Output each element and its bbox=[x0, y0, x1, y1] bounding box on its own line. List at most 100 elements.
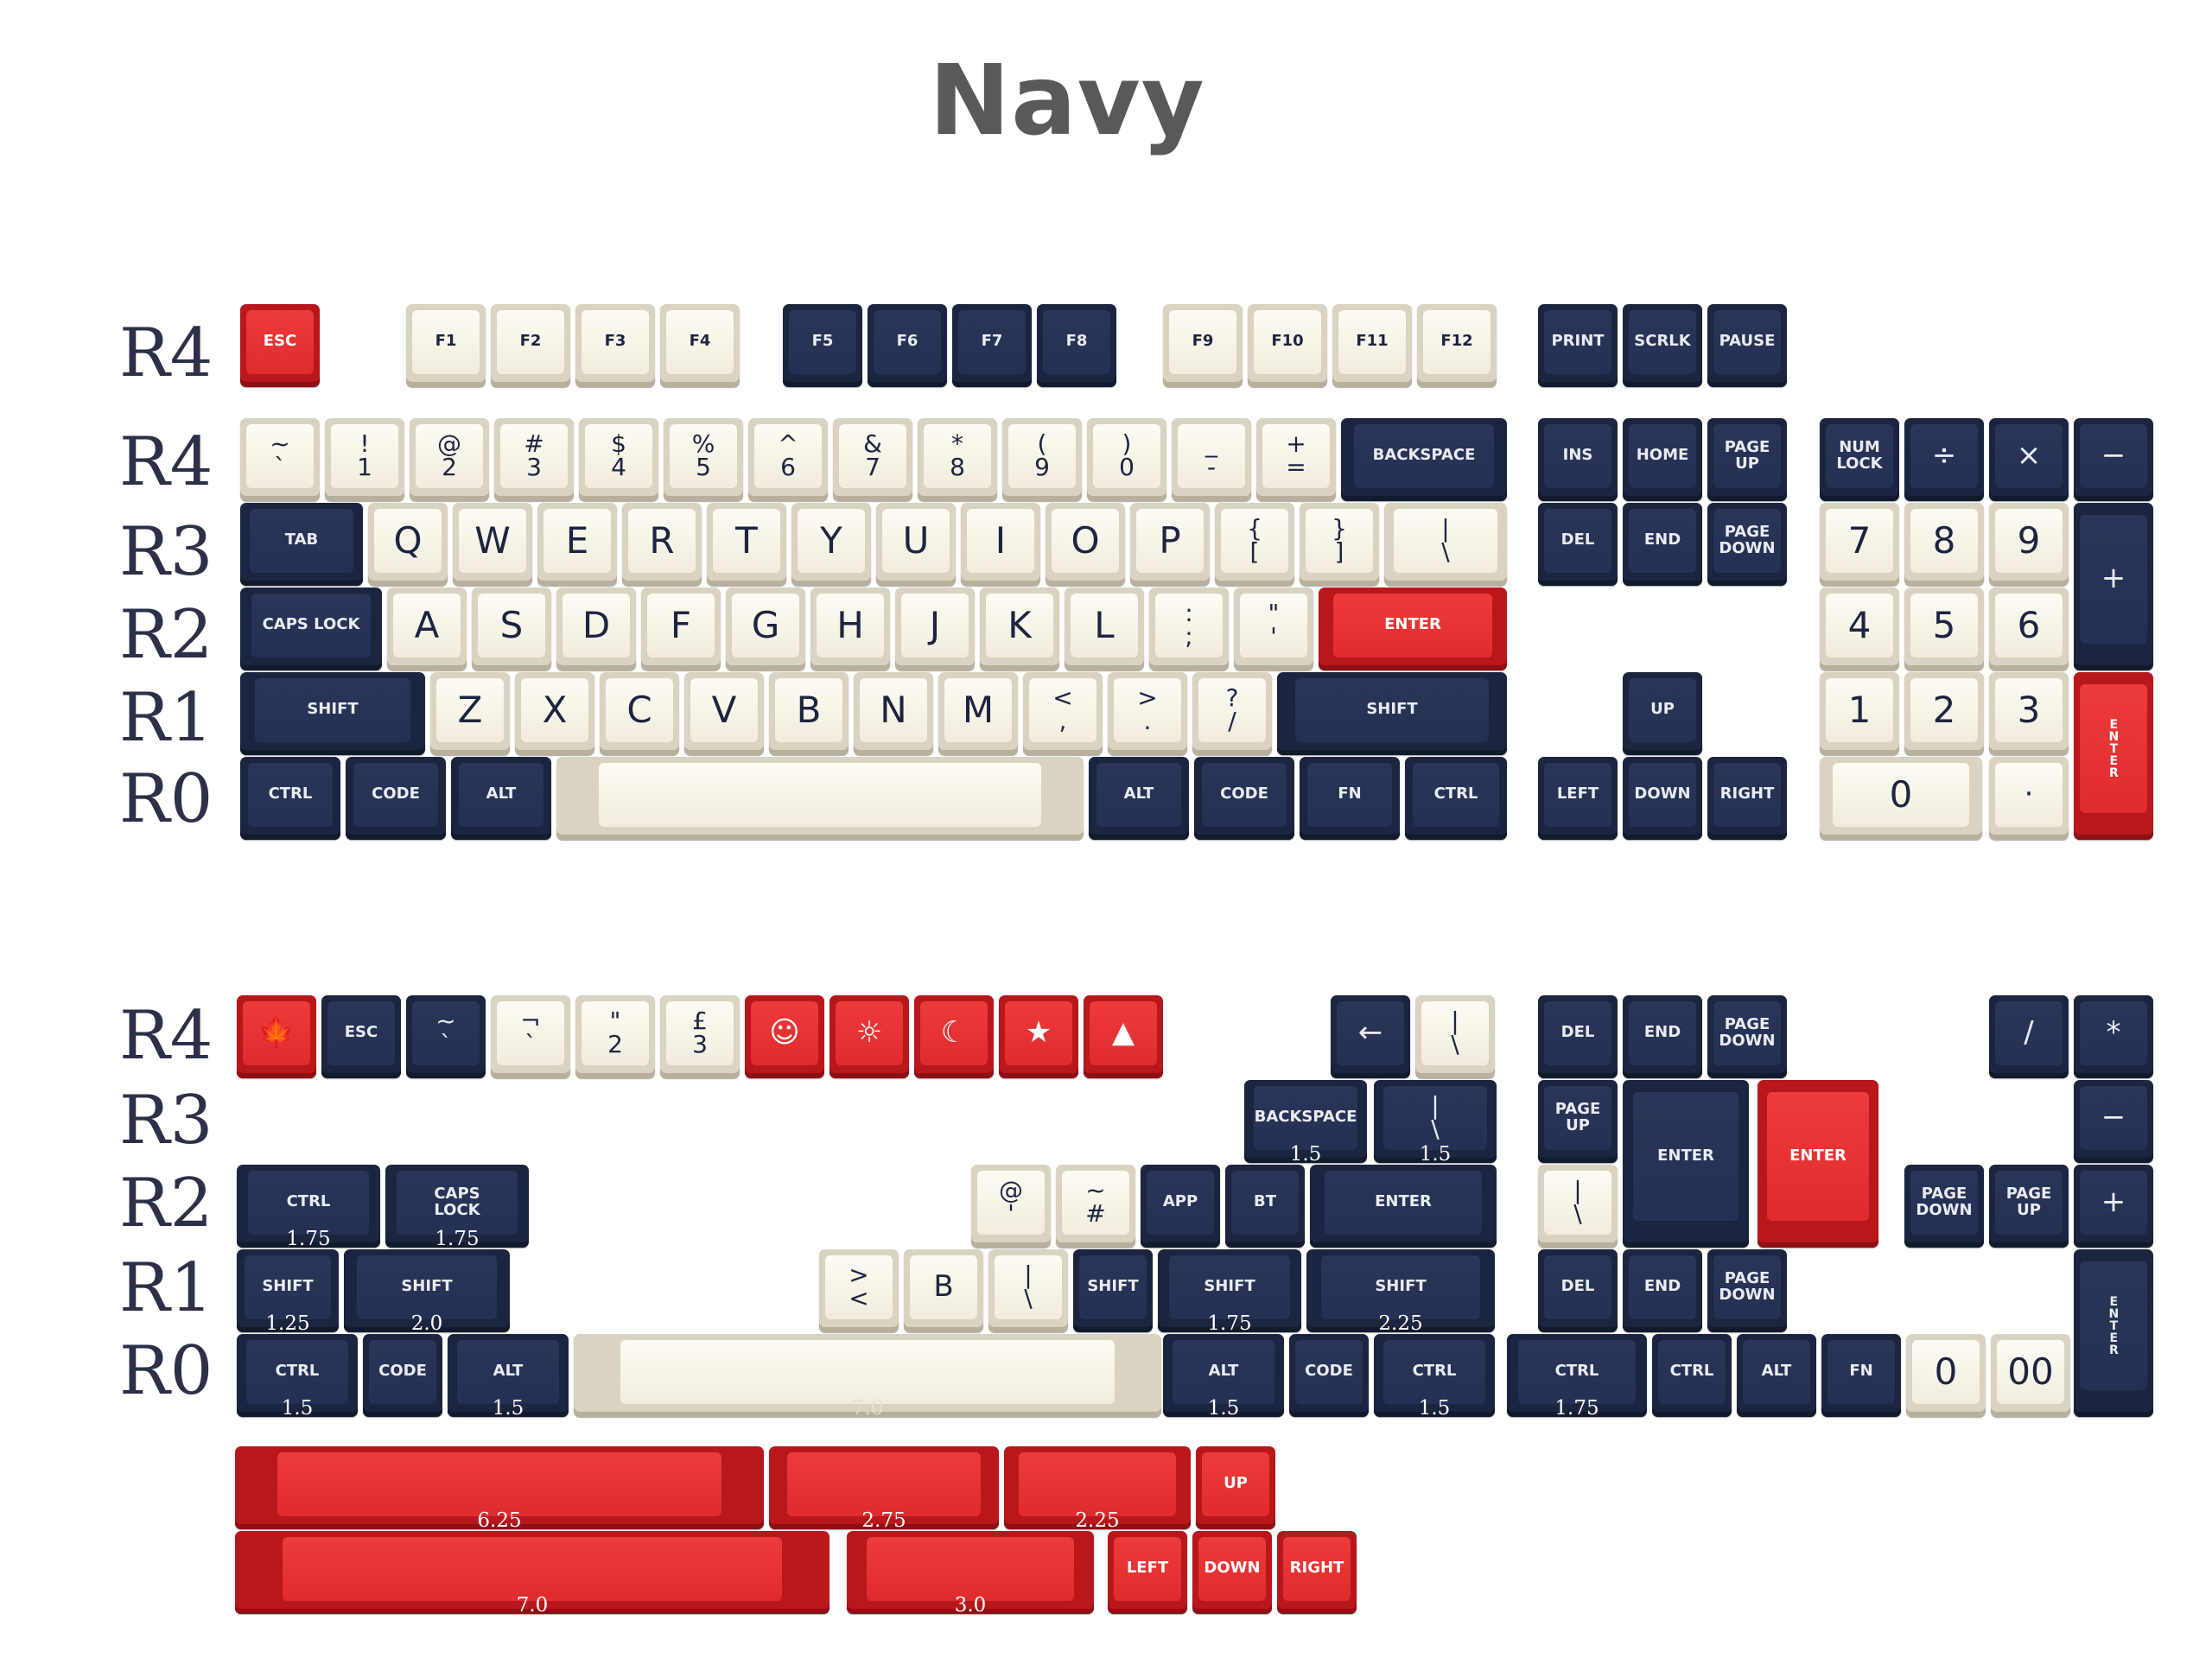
keycap-legend: PAGE DOWN bbox=[1719, 1014, 1776, 1050]
keycap-legend: CTRL bbox=[1554, 1362, 1599, 1381]
keycap-legend: M bbox=[962, 688, 995, 731]
keycap-y: Y bbox=[791, 503, 871, 586]
keycap-size-label: 1.75 bbox=[286, 1228, 331, 1250]
keycap-top bbox=[1307, 762, 1392, 827]
keycap-legend: Q bbox=[393, 518, 423, 562]
row-label: R2 bbox=[119, 596, 213, 674]
keycap-bt: BT bbox=[1225, 1165, 1305, 1248]
keycap-left: LEFT bbox=[1108, 1531, 1187, 1614]
keycap-legend: * bbox=[2106, 1014, 2121, 1050]
keycap-p: P bbox=[1130, 503, 1210, 586]
keycap-top bbox=[255, 677, 410, 742]
keycap-top bbox=[1254, 309, 1321, 374]
keycap-blank: + = bbox=[1256, 418, 1336, 501]
keycap-code: CODE bbox=[1194, 757, 1294, 840]
keycap-top bbox=[1093, 423, 1160, 488]
keycap-legend: BACKSPACE bbox=[1254, 1108, 1357, 1127]
keycap-legend: ~ ` bbox=[270, 429, 290, 481]
keycap-top bbox=[1629, 309, 1696, 374]
keycap-top bbox=[1826, 508, 1893, 573]
keycap-top bbox=[1354, 423, 1494, 488]
keycap-num-lock: NUM LOCK bbox=[1820, 418, 1899, 501]
keycap-left: LEFT bbox=[1538, 757, 1618, 840]
keycap-enter: ENTER bbox=[1758, 1080, 1878, 1248]
keycap-legend: P bbox=[1159, 518, 1181, 562]
keycap-top bbox=[1995, 508, 2063, 573]
keycap-blank: { [ bbox=[1215, 503, 1294, 586]
keycap-legend: CTRL bbox=[1412, 1362, 1457, 1381]
keycap-top bbox=[246, 309, 314, 374]
keycap-top bbox=[1833, 762, 1969, 827]
keycap-top bbox=[1743, 1339, 1810, 1404]
keycap-top bbox=[690, 677, 758, 742]
keycap-top bbox=[248, 1170, 369, 1235]
row-label: R3 bbox=[119, 513, 213, 591]
row-label: R4 bbox=[119, 997, 213, 1075]
keycap-o: O bbox=[1046, 503, 1125, 586]
keycap-legend bbox=[1019, 1452, 1175, 1516]
keycap-top bbox=[1910, 593, 1978, 657]
keycap-legend: CTRL bbox=[268, 785, 313, 804]
keycap-pause: PAUSE bbox=[1707, 304, 1787, 387]
keycap-legend: A bbox=[414, 603, 440, 646]
keycap-legend: X bbox=[542, 688, 568, 731]
keycap-blank: " ' bbox=[1234, 588, 1313, 670]
keycap-legend: SHIFT bbox=[1375, 1277, 1427, 1296]
keycap-legend: ALT bbox=[1761, 1362, 1792, 1381]
keycap-size-label: 2.75 bbox=[861, 1509, 906, 1532]
keycap-legend: PAGE UP bbox=[1724, 437, 1770, 473]
keycap-top bbox=[243, 1001, 310, 1065]
keycap-top bbox=[1421, 1001, 1489, 1065]
keycap-blank: 2.75 bbox=[769, 1446, 999, 1532]
keycap-blank: ¬ ` bbox=[491, 995, 570, 1078]
keycap-5: 5 bbox=[1904, 588, 1984, 670]
keycap-legend: HOME bbox=[1636, 446, 1689, 465]
keycap-blank: ☾ bbox=[914, 995, 994, 1078]
keycap-page-up: PAGE UP bbox=[1989, 1165, 2069, 1248]
keycap-legend: SHIFT bbox=[1204, 1277, 1255, 1296]
keycap-legend: + bbox=[2101, 561, 2126, 596]
keycap-b: B bbox=[904, 1249, 983, 1332]
keycap-legend: BACKSPACE bbox=[1372, 446, 1476, 465]
keycap-top bbox=[1544, 1255, 1611, 1319]
keycap-ctrl: CTRL bbox=[1652, 1334, 1732, 1417]
keycap-blank: ← bbox=[1331, 995, 1410, 1078]
keycap-top bbox=[459, 508, 526, 573]
keycap-blank: ? / bbox=[1192, 672, 1272, 755]
keycap-legend: + = bbox=[1286, 429, 1306, 481]
keycap-blank: 3.0 bbox=[847, 1531, 1094, 1616]
keycap-ctrl: CTRL bbox=[1405, 757, 1507, 840]
keycap-top bbox=[1079, 1255, 1147, 1319]
keycap-t: T bbox=[707, 503, 786, 586]
keycap-legend: SHIFT bbox=[262, 1277, 314, 1296]
keycap-top bbox=[817, 593, 884, 657]
keycap-legend: DEL bbox=[1560, 1277, 1595, 1296]
keycap-legend: } ] bbox=[1332, 514, 1347, 566]
keycap-ctrl: CTRL 1.75 bbox=[1507, 1334, 1647, 1420]
keycap-legend: DEL bbox=[1560, 530, 1595, 549]
keycap-top bbox=[754, 423, 822, 488]
keycap-top bbox=[248, 762, 333, 827]
keycap-legend: PAGE UP bbox=[2005, 1184, 2052, 1219]
keycap-top bbox=[1827, 1339, 1895, 1404]
keycap-enter: ENTER bbox=[1623, 1080, 1749, 1248]
keycap-top bbox=[1910, 423, 1978, 488]
keycap-size-label: 1.75 bbox=[1554, 1397, 1599, 1420]
keycap-blank: + bbox=[2074, 503, 2153, 670]
keycap-legend: CODE bbox=[378, 1362, 427, 1381]
keycap-top bbox=[713, 508, 780, 573]
keycap-top bbox=[412, 1001, 480, 1065]
keycap-legend bbox=[620, 1340, 1114, 1404]
keycap-legend: { [ bbox=[1247, 514, 1262, 566]
keycap-f5: F5 bbox=[783, 304, 862, 387]
keycap-size-label: 2.25 bbox=[1378, 1312, 1423, 1335]
keycap-legend: SCRLK bbox=[1634, 332, 1691, 351]
keycap-legend: DOWN bbox=[1204, 1559, 1261, 1578]
keycap-w: W bbox=[453, 503, 532, 586]
keycap-top bbox=[787, 1452, 981, 1516]
keycap-legend: T bbox=[735, 518, 758, 562]
keycap-size-label: 1.75 bbox=[1207, 1312, 1252, 1335]
keycap-top bbox=[1019, 1452, 1176, 1516]
